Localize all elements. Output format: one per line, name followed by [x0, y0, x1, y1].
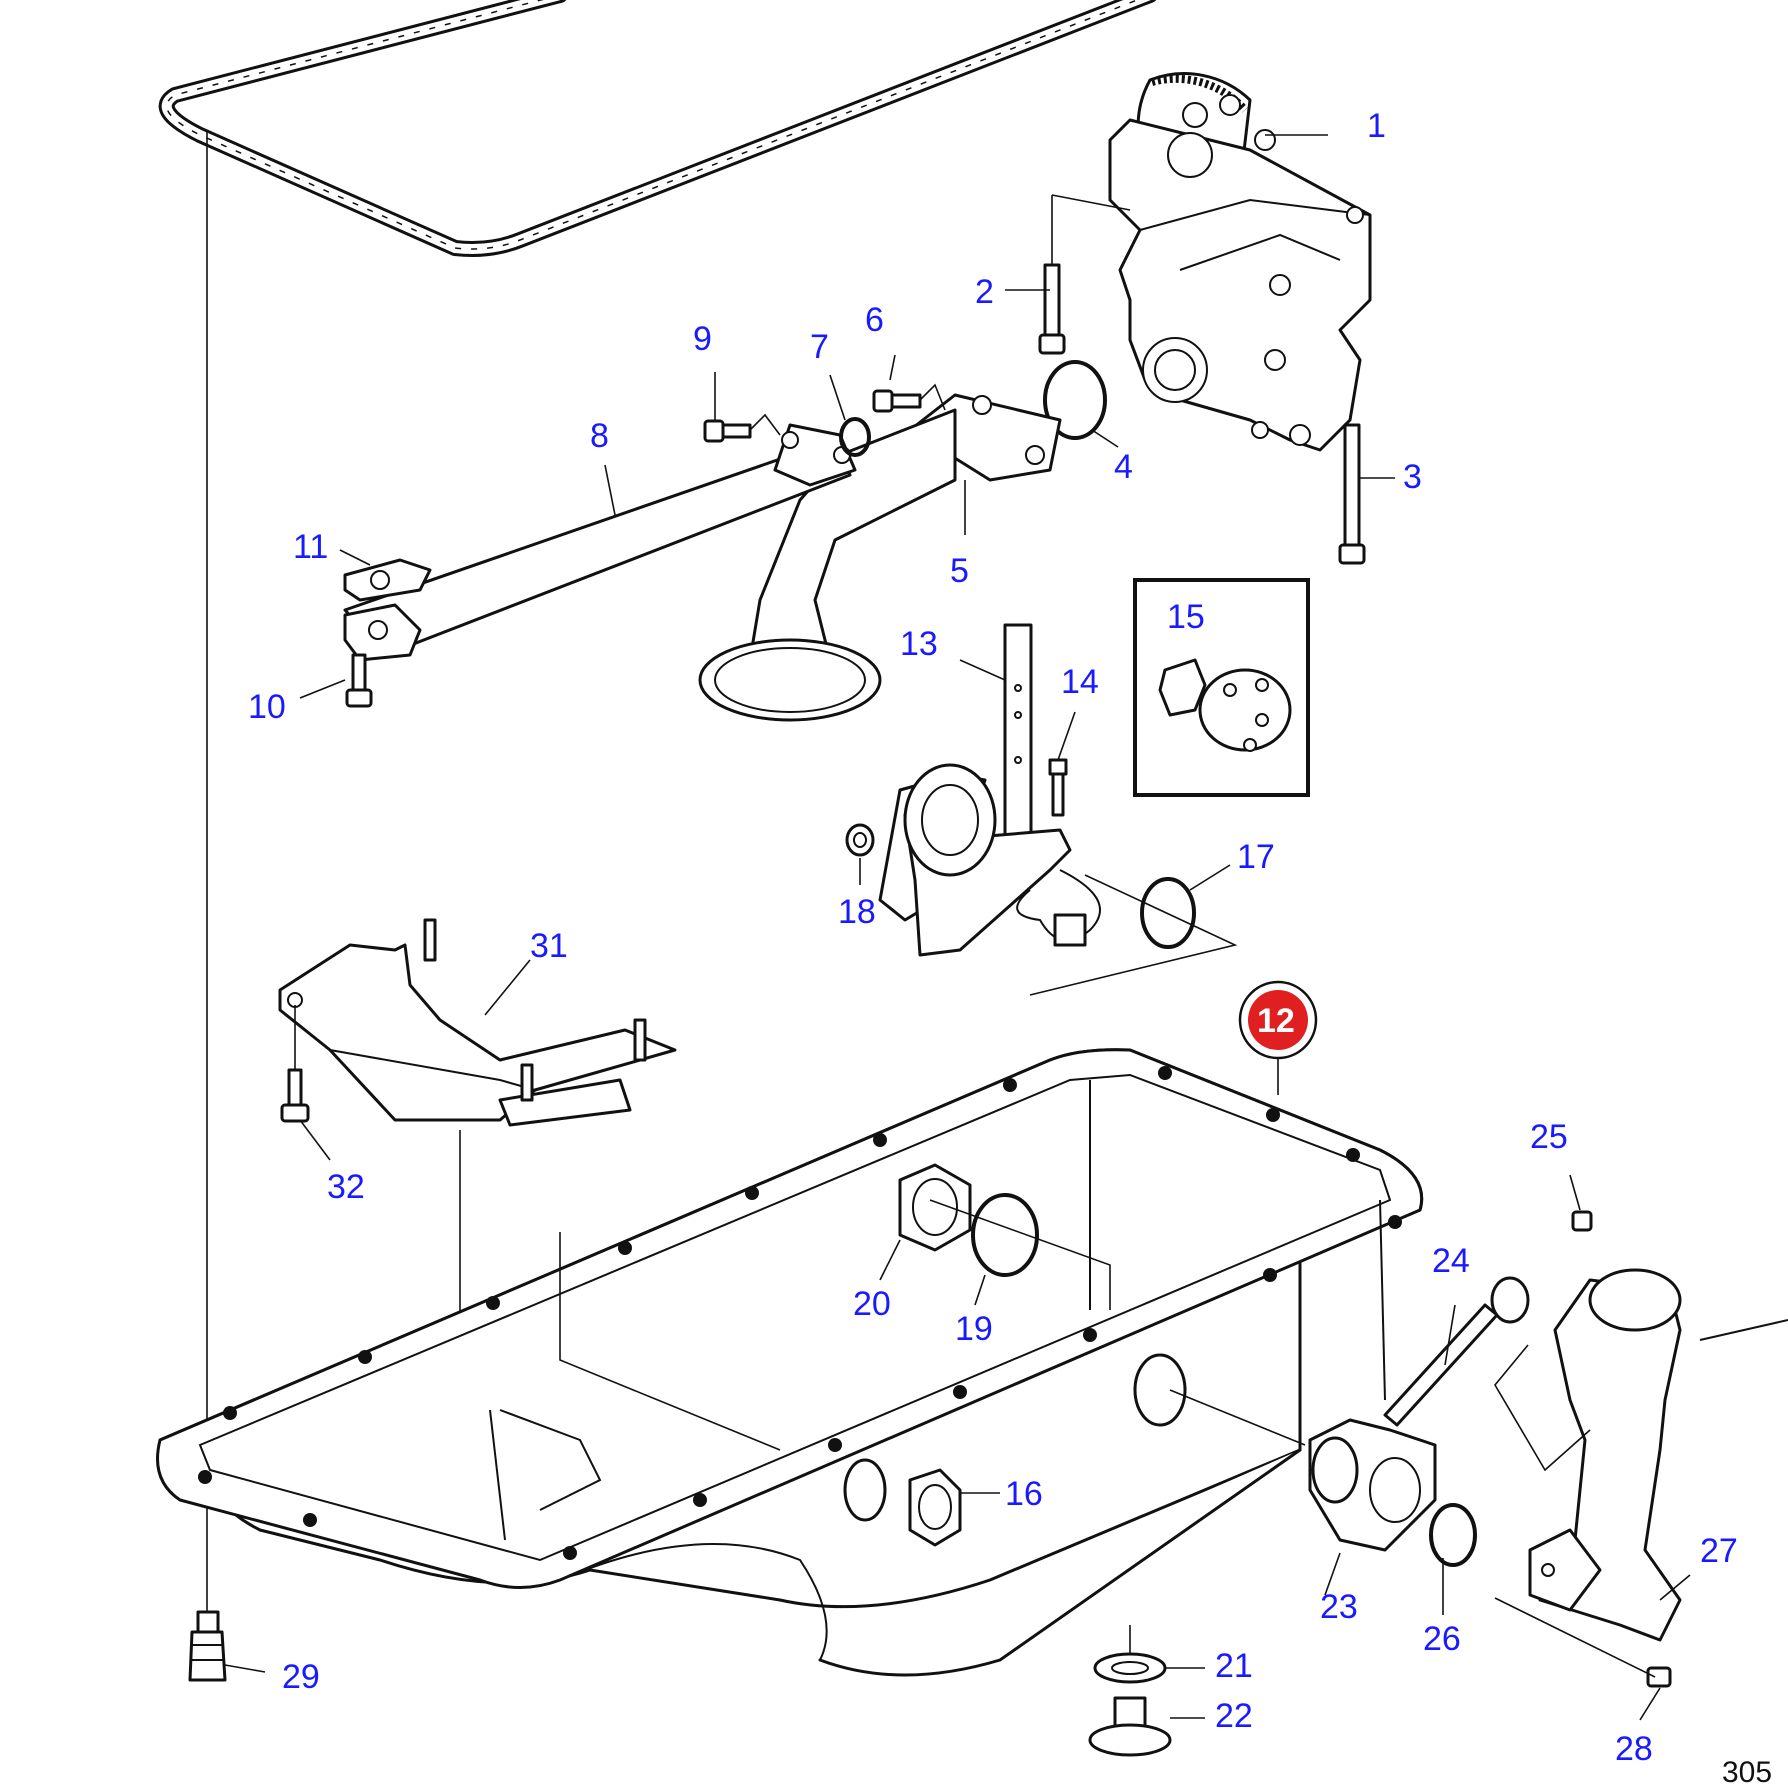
o-ring-7 — [839, 417, 871, 457]
oil-pan-gasket-top — [158, 0, 1157, 257]
flange-11 — [343, 558, 432, 602]
label-26: 26 — [1423, 1620, 1461, 1658]
label-24: 24 — [1432, 1242, 1470, 1280]
o-ring-17 — [1140, 877, 1196, 949]
label-13: 13 — [900, 625, 938, 663]
label-27: 27 — [1700, 1532, 1738, 1570]
label-22: 22 — [1215, 1697, 1253, 1735]
figure-reference-number: 305 — [1722, 1756, 1772, 1788]
label-20: 20 — [853, 1285, 891, 1323]
label-18: 18 — [838, 893, 876, 931]
label-21: 21 — [1215, 1647, 1253, 1685]
fill-tube-27 — [1528, 1268, 1788, 1642]
label-17: 17 — [1237, 838, 1275, 876]
label-25: 25 — [1530, 1118, 1568, 1156]
label-31: 31 — [530, 927, 568, 965]
drain-plug-29 — [188, 1610, 227, 1682]
part-labels: 1 2 3 4 5 6 7 8 9 10 11 12 13 14 15 16 1… — [248, 107, 1772, 1788]
seal-26 — [1429, 1503, 1477, 1567]
label-9: 9 — [693, 320, 712, 358]
bolt-6 — [872, 389, 922, 413]
bolt-2 — [1038, 263, 1066, 355]
flange-10 — [343, 603, 422, 708]
o-ring-4 — [1043, 360, 1107, 440]
oil-pan-12 — [156, 1048, 1424, 1677]
bolt-9 — [703, 419, 752, 443]
washer-21 — [1093, 1652, 1167, 1684]
nut-20 — [898, 1163, 972, 1252]
bolt-32 — [280, 1068, 310, 1123]
label-19: 19 — [955, 1310, 993, 1348]
label-15: 15 — [1167, 598, 1205, 636]
bracket-31 — [278, 918, 677, 1127]
drain-plug-22 — [1088, 1696, 1172, 1757]
label-7: 7 — [810, 328, 829, 366]
item-12-highlight — [1238, 980, 1318, 1095]
label-32: 32 — [327, 1168, 365, 1206]
label-1: 1 — [1367, 107, 1386, 145]
dipstick-24 — [1383, 1276, 1530, 1427]
label-4: 4 — [1114, 448, 1133, 486]
label-5: 5 — [950, 552, 969, 590]
nut-18 — [845, 823, 875, 857]
leader-lines — [224, 134, 1691, 1721]
oil-pump — [1108, 72, 1372, 452]
label-3: 3 — [1403, 458, 1422, 496]
adapter-23 — [1308, 1418, 1437, 1552]
plug-16 — [908, 1468, 962, 1547]
label-8: 8 — [590, 417, 609, 455]
label-11: 11 — [293, 528, 328, 566]
label-23: 23 — [1320, 1588, 1358, 1626]
o-ring-19 — [971, 1193, 1039, 1277]
item-15-detail-box — [1133, 578, 1310, 797]
label-16: 16 — [1005, 1475, 1043, 1513]
label-28: 28 — [1615, 1730, 1653, 1768]
bolt-28 — [1646, 1666, 1672, 1688]
bolt-3 — [1338, 423, 1366, 565]
label-12: 12 — [1257, 1002, 1295, 1040]
label-6: 6 — [865, 301, 884, 339]
screw-25 — [1571, 1210, 1593, 1232]
label-14: 14 — [1061, 663, 1099, 701]
suction-pipe-5 — [698, 393, 1062, 722]
level-sensor-assembly — [878, 623, 1101, 957]
label-10: 10 — [248, 688, 286, 726]
label-2: 2 — [975, 273, 994, 311]
label-29: 29 — [282, 1658, 320, 1696]
